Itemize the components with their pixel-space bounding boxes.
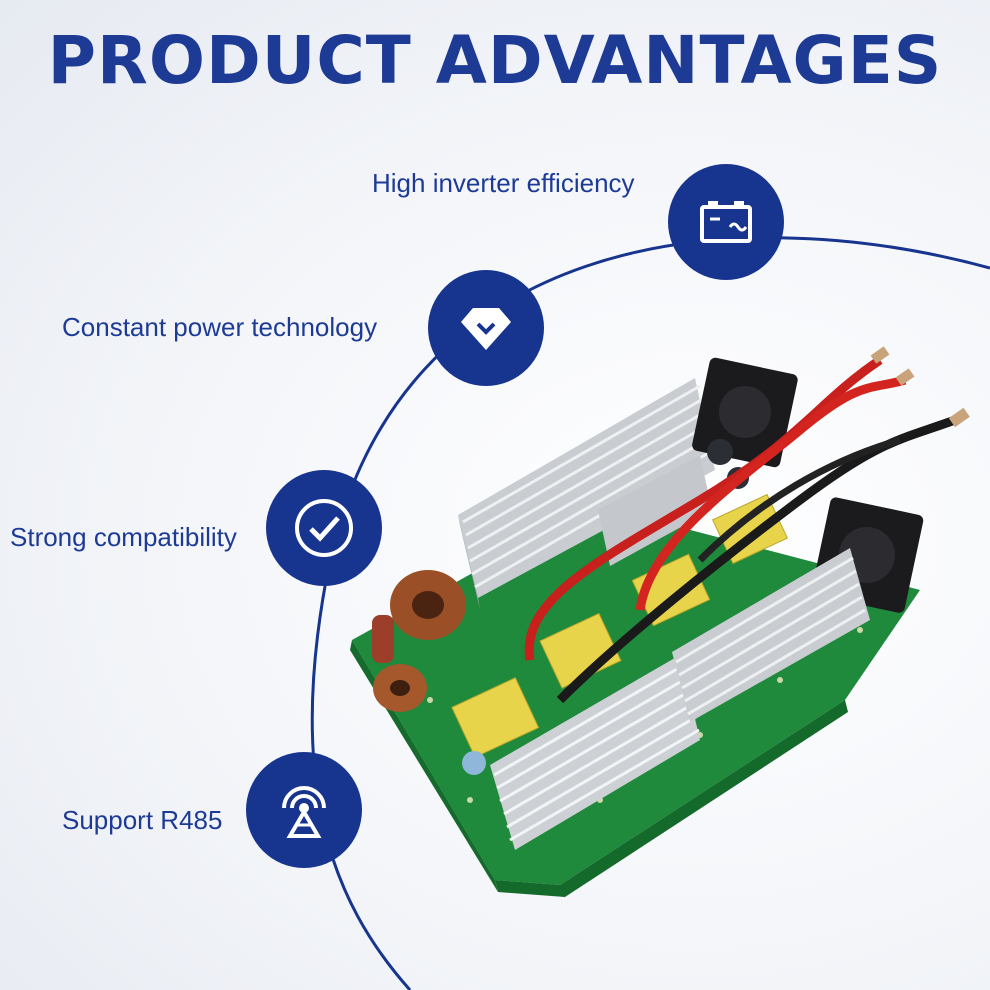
antenna-icon xyxy=(272,778,336,842)
diamond-icon xyxy=(459,304,513,352)
feature-label-compatibility: Strong compatibility xyxy=(10,522,237,552)
feature-label-r485: Support R485 xyxy=(62,805,223,835)
feature-icon-circle xyxy=(266,470,382,586)
feature-icon-circle xyxy=(246,752,362,868)
feature-icon-circle xyxy=(428,270,544,386)
page-title: PRODUCT ADVANTAGES xyxy=(47,22,943,99)
feature-label-constant-power: Constant power technology xyxy=(62,312,378,342)
feature-label-efficiency: High inverter efficiency xyxy=(372,168,635,198)
check-circle-icon xyxy=(292,496,356,560)
feature-icon-circle xyxy=(668,164,784,280)
battery-icon xyxy=(696,197,756,247)
